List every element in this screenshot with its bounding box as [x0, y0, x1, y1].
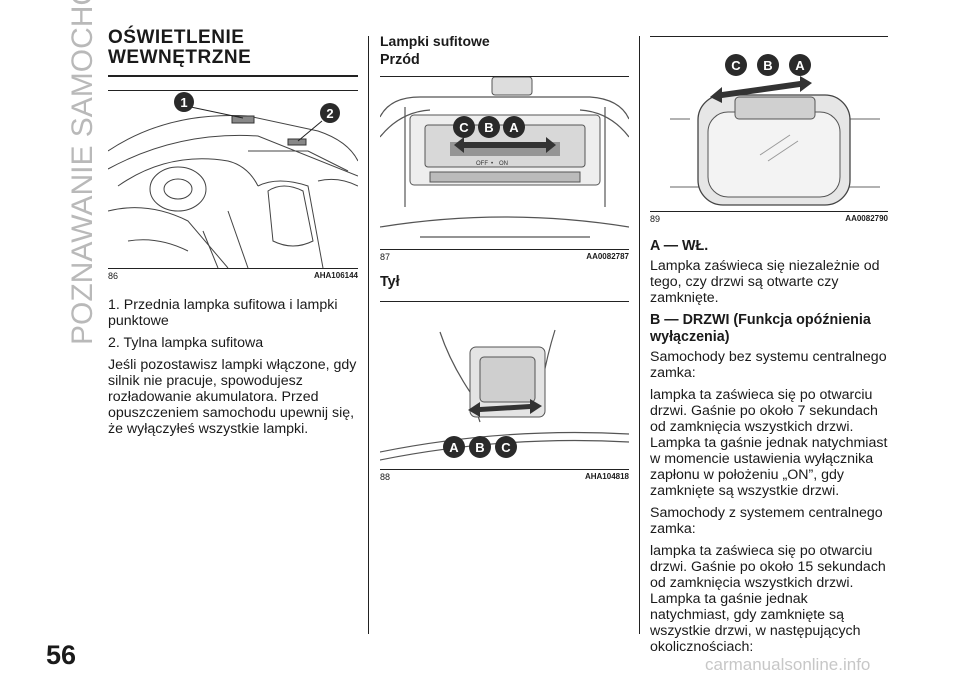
- figure-88-caption: 88 AHA104818: [380, 470, 629, 482]
- column-divider: [368, 36, 369, 634]
- position-b-text: lampka ta zaświeca się po otwarciu drzwi…: [650, 387, 888, 499]
- label-a-badge: [789, 54, 811, 76]
- figure-89-caption: 89 AA0082790: [650, 212, 888, 224]
- switch-off-label: OFF: [476, 161, 488, 167]
- label-b-badge: [469, 436, 491, 458]
- figure-87: OFF • ON C B A: [379, 76, 630, 250]
- side-section-title: POZNAWANIE SAMOCHODU: [48, 0, 99, 350]
- callout-2-badge: [320, 103, 340, 123]
- label-a: A: [509, 120, 519, 135]
- label-c: C: [459, 120, 469, 135]
- subsection-rear: Tył: [380, 274, 400, 290]
- column-switch-positions: C B A 89 AA0082790 A — WŁ. Lampka zaświe…: [650, 28, 888, 655]
- figure-86: 1 2: [107, 90, 359, 269]
- legend-item-1: 1. Przednia lampka sufitowa i lampki pun…: [108, 297, 338, 329]
- position-b-text: lampka ta zaświeca się po otwarciu drzwi…: [650, 543, 886, 655]
- subsection-front: Przód: [380, 52, 420, 68]
- label-c-badge: [495, 436, 517, 458]
- label-c: C: [501, 440, 511, 455]
- rear-ceiling-lamp-illustration: A B C: [379, 329, 630, 461]
- side-title-text: POZNAWANIE SAMOCHODU: [66, 0, 99, 345]
- label-b-badge: [478, 116, 500, 138]
- label-c-badge: [725, 54, 747, 76]
- label-b: B: [475, 440, 484, 455]
- column-ceiling-lamps: Lampki sufitowe Przód OFF • ON: [379, 28, 630, 482]
- figure-code: AA0082790: [845, 214, 888, 223]
- title-line: OŚWIETLENIE: [108, 27, 245, 48]
- label-b: B: [484, 120, 493, 135]
- column-divider: [639, 36, 640, 634]
- title-rule: [108, 75, 358, 77]
- battery-warning-text: Jeśli pozostawisz lampki włączone, gdy s…: [108, 357, 357, 437]
- label-a-badge: [443, 436, 465, 458]
- figure-code: AHA104818: [584, 472, 629, 481]
- subsection-title: Lampki sufitowe: [380, 33, 490, 49]
- legend-item-2: 2. Tylna lampka sufitowa: [108, 335, 264, 351]
- column-interior-lighting: OŚWIETLENIE WEWNĘTRZNE: [107, 28, 359, 437]
- figure-87-caption: 87 AA0082787: [380, 250, 629, 262]
- label-a: A: [449, 440, 459, 455]
- position-b-text: Samochody z systemem centralnego zamka:: [650, 505, 883, 537]
- figure-number: 88: [380, 472, 391, 482]
- front-lamp-marker: [231, 115, 255, 124]
- figure-88: A B C: [379, 301, 630, 470]
- figure-number: 87: [380, 252, 391, 262]
- double-arrow-icon: [468, 399, 542, 417]
- title-line: WEWNĘTRZNE: [108, 47, 252, 68]
- page-number: 56: [46, 640, 77, 670]
- callout-2-label: 2: [326, 106, 333, 121]
- figure-code: AHA106144: [313, 271, 358, 280]
- front-ceiling-lamp-illustration: OFF • ON C B A: [379, 76, 630, 238]
- callout-1-label: 1: [180, 95, 187, 110]
- switch-door-label: •: [491, 161, 493, 167]
- callout-1-badge: [174, 92, 194, 112]
- label-c: C: [731, 58, 741, 73]
- watermark: carmanualsonline.info: [705, 655, 871, 674]
- label-b-badge: [757, 54, 779, 76]
- section-title: OŚWIETLENIE WEWNĘTRZNE: [108, 28, 358, 68]
- label-a: A: [795, 58, 805, 73]
- label-b: B: [763, 58, 772, 73]
- figure-86-caption: 86 AHA106144: [108, 269, 358, 281]
- figure-number: 86: [108, 271, 119, 281]
- switch-on-label: ON: [499, 161, 508, 167]
- label-c-badge: [453, 116, 475, 138]
- position-b-heading: B — DRZWI (Funkcja opóźnienia wyłączenia…: [650, 312, 871, 345]
- rear-lamp-marker: [287, 138, 307, 146]
- double-arrow-icon: [710, 76, 812, 103]
- figure-89: C B A: [650, 36, 888, 212]
- car-interior-illustration: 1 2: [107, 92, 359, 269]
- position-a-text: Lampka zaświeca się niezależnie od tego,…: [650, 258, 880, 306]
- position-a-heading: A — WŁ.: [650, 238, 709, 254]
- label-a-badge: [503, 116, 525, 138]
- lamp-switch-illustration: C B A: [670, 54, 880, 206]
- double-arrow-icon: [454, 137, 556, 153]
- figure-number: 89: [650, 214, 661, 224]
- position-b-text: Samochody bez systemu centralnego zamka:: [650, 349, 887, 381]
- figure-code: AA0082787: [586, 252, 629, 261]
